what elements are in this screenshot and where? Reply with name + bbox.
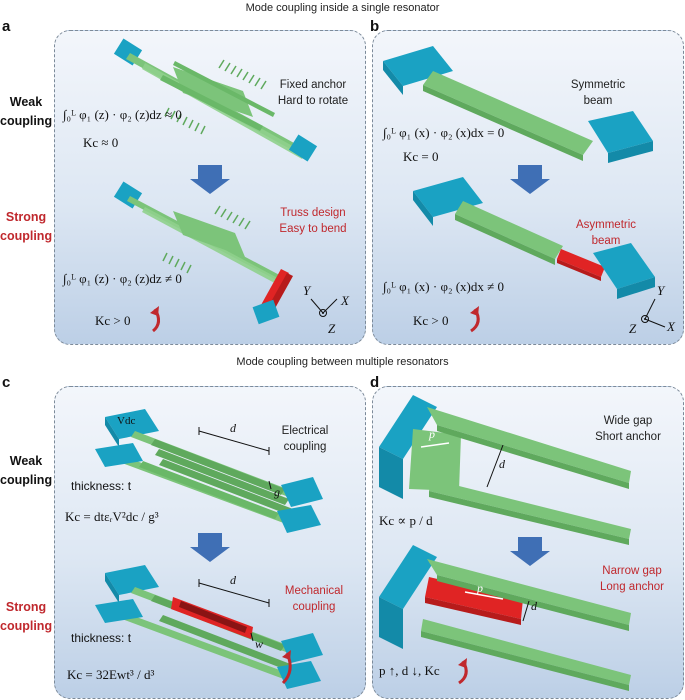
truss-resonator-strong — [113, 181, 293, 325]
equation-a-weak: ∫₀ᴸ φ₁ (z) · φ₂ (z)dz ≈ 0 — [63, 107, 182, 122]
dim-d-bottom: d — [230, 573, 236, 587]
down-arrow-c — [190, 533, 230, 562]
kc-a-weak: Kc ≈ 0 — [83, 135, 119, 150]
panel-c-drawing — [95, 409, 323, 689]
panel-label-c: c — [2, 374, 11, 391]
dim-d-bottom-d: d — [531, 599, 537, 613]
comb-resonator-weak — [113, 38, 318, 162]
panel-label-b: b — [370, 18, 380, 35]
wide-gap-structure — [379, 395, 631, 545]
narrow-gap-structure — [379, 545, 631, 691]
heading-multiple-resonators: Mode coupling between multiple resonator… — [236, 356, 449, 368]
asymmetric-beam — [413, 177, 655, 299]
electrical-coupling-structure — [95, 409, 323, 533]
dim-w: w — [255, 637, 264, 651]
kc-b-strong: Kc > 0 — [413, 313, 449, 328]
panel-a-drawing — [113, 38, 338, 333]
dim-p-top: p — [429, 427, 435, 441]
dim-d-top-d: d — [499, 457, 505, 471]
vdc-label: Vdc — [117, 415, 136, 427]
axis-x-b: X — [667, 319, 675, 334]
kc-b-weak: Kc = 0 — [403, 149, 439, 164]
thickness-label-bottom: thickness: t — [71, 631, 132, 645]
down-arrow-b — [510, 165, 550, 194]
down-arrow-d — [510, 537, 550, 566]
kc-c-strong: Kc = 32Ewt³ / d³ — [67, 667, 155, 682]
heading-single-resonator: Mode coupling inside a single resonator — [245, 2, 440, 14]
axis-z-b: Z — [629, 321, 637, 336]
mechanical-coupling-structure — [95, 565, 323, 689]
panel-d-drawing — [379, 395, 631, 691]
asymmetric-red-segment — [557, 249, 605, 277]
kc-d-weak: Kc ∝ p / d — [379, 513, 433, 528]
equation-b-weak: ∫₀ᴸ φ₁ (x) · φ₂ (x)dx = 0 — [383, 125, 505, 140]
truss-red-beam — [261, 269, 289, 309]
axis-z-a: Z — [328, 321, 336, 336]
axis-x-a: X — [341, 293, 349, 308]
dim-p-bottom: p — [477, 581, 483, 595]
kc-a-strong: Kc > 0 — [95, 313, 131, 328]
equation-a-strong: ∫₀ᴸ φ₁ (z) · φ₂ (z)dz ≠ 0 — [63, 271, 182, 286]
axis-y-b: Y — [657, 283, 665, 298]
dim-d-top: d — [230, 421, 236, 435]
thickness-label-top: thickness: t — [71, 479, 132, 493]
axes-a — [310, 298, 338, 317]
down-arrow-a — [190, 165, 230, 194]
long-anchor-red — [425, 577, 523, 619]
panel-b-drawing — [383, 46, 666, 333]
equation-b-strong: ∫₀ᴸ φ₁ (x) · φ₂ (x)dx ≠ 0 — [383, 279, 505, 294]
axes-b — [641, 298, 666, 328]
kc-c-weak: Kc = dtεᵣV²dc / g³ — [65, 509, 159, 524]
symmetric-beam — [383, 46, 653, 163]
panel-label-d: d — [370, 374, 380, 391]
panel-label-a: a — [2, 18, 11, 35]
axis-y-a: Y — [303, 283, 311, 298]
dim-g: g — [274, 485, 280, 499]
kc-d-strong: p ↑, d ↓, Kc — [379, 663, 440, 678]
